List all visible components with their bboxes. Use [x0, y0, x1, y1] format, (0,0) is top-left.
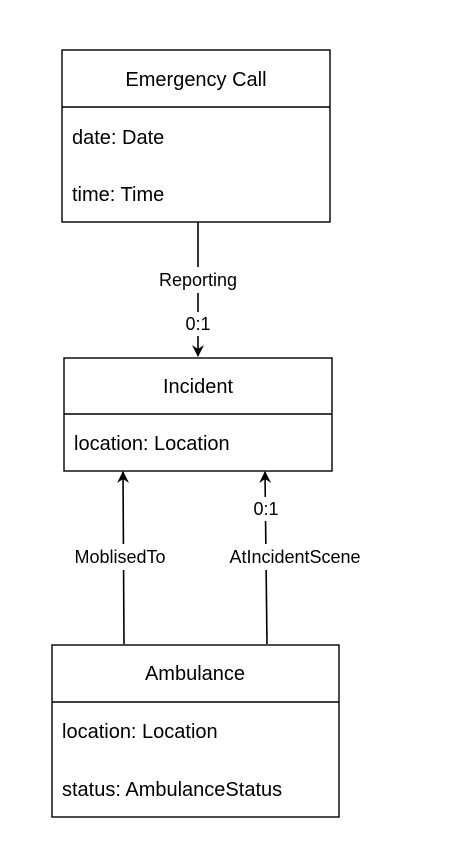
association-at-incident-scene[interactable]: 0:1 AtIncidentScene	[214, 471, 376, 645]
association-mobilised-to[interactable]: MoblisedTo	[62, 471, 186, 645]
attribute-date: date: Date	[72, 127, 164, 149]
class-box-ambulance-frame	[51, 644, 340, 818]
attribute-ambulance-status: status: AmbulanceStatus	[62, 779, 282, 801]
class-name-incident: Incident	[163, 376, 233, 398]
attribute-time: time: Time	[72, 184, 164, 206]
class-box-emergency-call[interactable]: Emergency Call date: Date time: Time	[61, 49, 331, 223]
attribute-incident-location: location: Location	[74, 433, 230, 455]
class-box-incident[interactable]: Incident location: Location	[63, 357, 333, 472]
reporting-label: Reporting	[159, 270, 237, 290]
class-box-ambulance[interactable]: Ambulance location: Location status: Amb…	[51, 644, 340, 818]
class-name-ambulance: Ambulance	[145, 663, 245, 685]
class-box-emergency-call-frame	[61, 49, 331, 223]
at-incident-scene-label: AtIncidentScene	[229, 547, 360, 567]
reporting-multiplicity: 0:1	[185, 314, 210, 334]
attribute-ambulance-location: location: Location	[62, 721, 218, 743]
at-incident-scene-multiplicity: 0:1	[253, 499, 278, 519]
class-name-emergency-call: Emergency Call	[125, 69, 266, 91]
mobilised-to-label: MoblisedTo	[74, 547, 165, 567]
association-reporting[interactable]: Reporting 0:1	[148, 222, 248, 357]
